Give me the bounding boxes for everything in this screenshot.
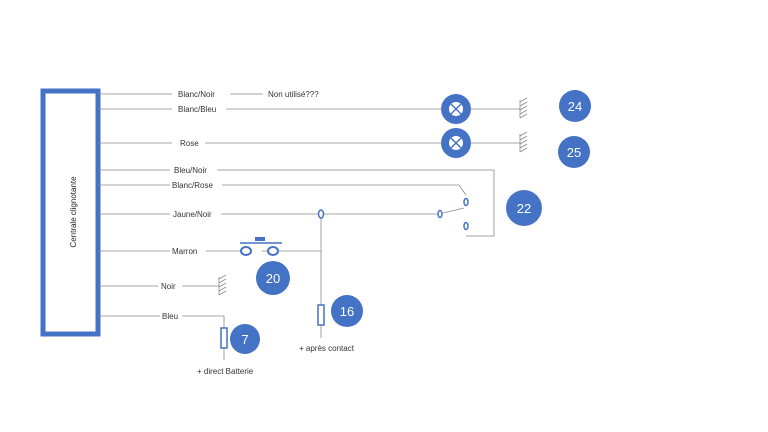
svg-text:7: 7 xyxy=(241,332,248,347)
badge-20: 20 xyxy=(256,261,290,295)
wire-blanc-rose-b xyxy=(222,184,467,196)
label-bleu-noir: Bleu/Noir xyxy=(174,166,207,175)
central-unit-label: Centrale clignotante xyxy=(69,176,78,248)
ground-icon xyxy=(519,131,528,153)
svg-text:16: 16 xyxy=(340,304,354,319)
ground-icon xyxy=(218,274,227,296)
push-button-icon xyxy=(240,237,282,256)
label-blanc-bleu: Blanc/Bleu xyxy=(178,105,216,114)
fuse-icon xyxy=(317,304,325,326)
note-direct-battery: + direct Batterie xyxy=(197,367,254,376)
label-noir: Noir xyxy=(161,282,176,291)
label-marron: Marron xyxy=(172,247,197,256)
note-after-contact: + après contact xyxy=(299,344,355,353)
ground-icon xyxy=(519,97,528,119)
badge-16: 16 xyxy=(331,295,363,327)
svg-text:25: 25 xyxy=(567,145,581,160)
badge-25: 25 xyxy=(558,136,590,168)
lamp-icon xyxy=(441,128,471,158)
wire-bleu-b xyxy=(182,315,225,329)
badge-22: 22 xyxy=(506,190,542,226)
junction-dot xyxy=(317,209,325,219)
svg-text:20: 20 xyxy=(266,271,280,286)
fuse-icon xyxy=(220,327,228,349)
label-jaune-noir: Jaune/Noir xyxy=(173,210,212,219)
label-bleu: Bleu xyxy=(162,312,178,321)
svg-text:24: 24 xyxy=(568,99,582,114)
wire-bleu-noir-b xyxy=(217,169,495,237)
svg-text:22: 22 xyxy=(517,201,531,216)
badge-7: 7 xyxy=(230,324,260,354)
label-blanc-rose: Blanc/Rose xyxy=(172,181,213,190)
central-unit-box xyxy=(40,88,101,337)
lamp-icon xyxy=(441,94,471,124)
label-rose: Rose xyxy=(180,139,199,148)
badge-24: 24 xyxy=(559,90,591,122)
note-unused: Non utilisé??? xyxy=(268,90,319,99)
label-blanc-noir: Blanc/Noir xyxy=(178,90,215,99)
switch-icon xyxy=(437,197,469,231)
